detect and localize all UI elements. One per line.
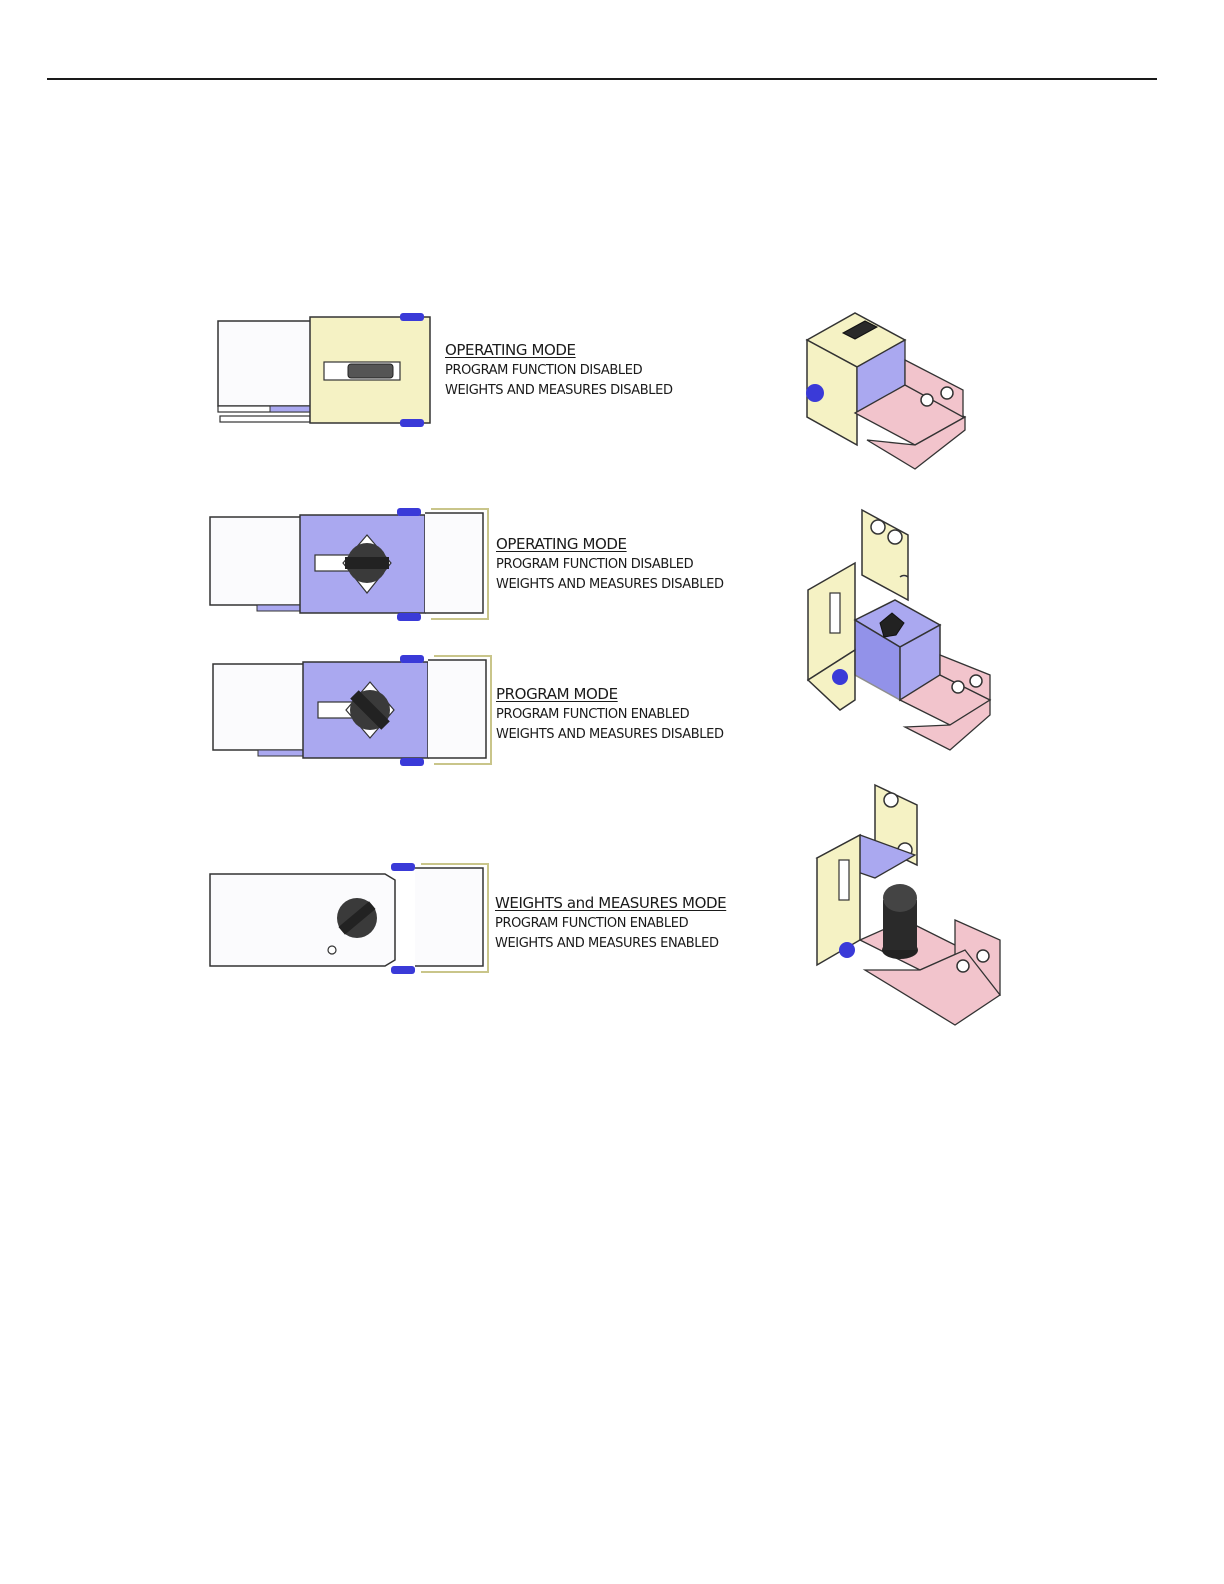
state-line: WEIGHTS AND MEASURES DISABLED bbox=[496, 725, 724, 745]
state-title: PROGRAM MODE bbox=[496, 684, 724, 704]
state-caption-3: PROGRAM MODE PROGRAM FUNCTION ENABLED WE… bbox=[496, 684, 724, 745]
switch-iso-view-key bbox=[800, 505, 1000, 760]
state-line: PROGRAM FUNCTION DISABLED bbox=[496, 555, 724, 575]
state-title: OPERATING MODE bbox=[445, 340, 673, 360]
switch-top-view-weights-measures bbox=[205, 860, 495, 980]
state-caption-4: WEIGHTS and MEASURES MODE PROGRAM FUNCTI… bbox=[495, 893, 726, 954]
header-rule bbox=[47, 78, 1157, 80]
switch-iso-view-operating-slide bbox=[795, 305, 980, 475]
switch-top-view-program bbox=[208, 652, 498, 772]
state-title: OPERATING MODE bbox=[496, 534, 724, 554]
state-line: WEIGHTS AND MEASURES ENABLED bbox=[495, 934, 726, 954]
state-title: WEIGHTS and MEASURES MODE bbox=[495, 893, 726, 913]
state-caption-2: OPERATING MODE PROGRAM FUNCTION DISABLED… bbox=[496, 534, 724, 595]
state-line: WEIGHTS AND MEASURES DISABLED bbox=[496, 575, 724, 595]
state-line: PROGRAM FUNCTION ENABLED bbox=[496, 705, 724, 725]
switch-top-view-operating-slide bbox=[210, 310, 440, 435]
state-line: PROGRAM FUNCTION DISABLED bbox=[445, 361, 673, 381]
state-line: PROGRAM FUNCTION ENABLED bbox=[495, 914, 726, 934]
switch-iso-view-weights-measures bbox=[805, 780, 1010, 1035]
state-caption-1: OPERATING MODE PROGRAM FUNCTION DISABLED… bbox=[445, 340, 673, 401]
state-line: WEIGHTS AND MEASURES DISABLED bbox=[445, 381, 673, 401]
switch-top-view-operating-key bbox=[205, 505, 495, 625]
